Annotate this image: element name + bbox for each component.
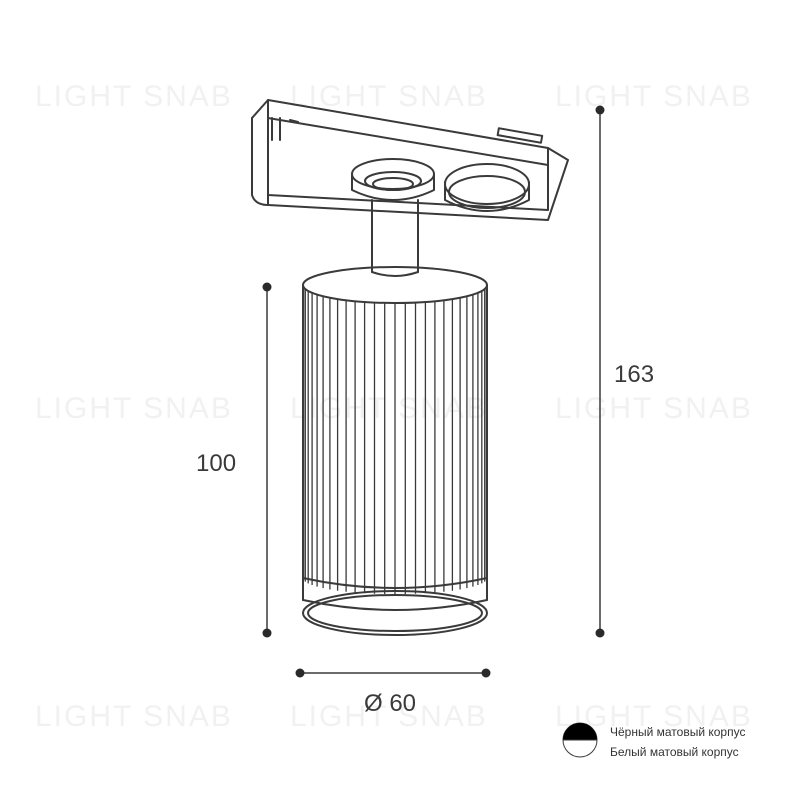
label-body-height: 100	[196, 450, 237, 477]
track-adapter	[251, 99, 569, 221]
label-total-height: 163	[614, 361, 655, 388]
label-diameter: Ø 60	[364, 690, 417, 717]
legend-black-label: Чёрный матовый корпус	[610, 725, 746, 739]
watermark-1: LIGHT SNAB	[35, 80, 233, 113]
mount-collar	[351, 158, 435, 201]
watermark-7: LIGHT SNAB	[35, 700, 233, 733]
watermark-2: LIGHT SNAB	[290, 80, 488, 113]
dimension-diameter	[295, 668, 491, 678]
dimension-body-height	[262, 282, 272, 638]
watermark-8: LIGHT SNAB	[290, 700, 488, 733]
watermark-4: LIGHT SNAB	[35, 392, 233, 425]
stem	[371, 199, 419, 277]
legend-swatch	[562, 722, 598, 758]
watermark-3: LIGHT SNAB	[555, 80, 753, 113]
cylinder-ribs	[302, 287, 488, 595]
dimension-total-height	[595, 105, 605, 638]
watermark-6: LIGHT SNAB	[555, 392, 753, 425]
legend-white-label: Белый матовый корпус	[610, 745, 739, 759]
